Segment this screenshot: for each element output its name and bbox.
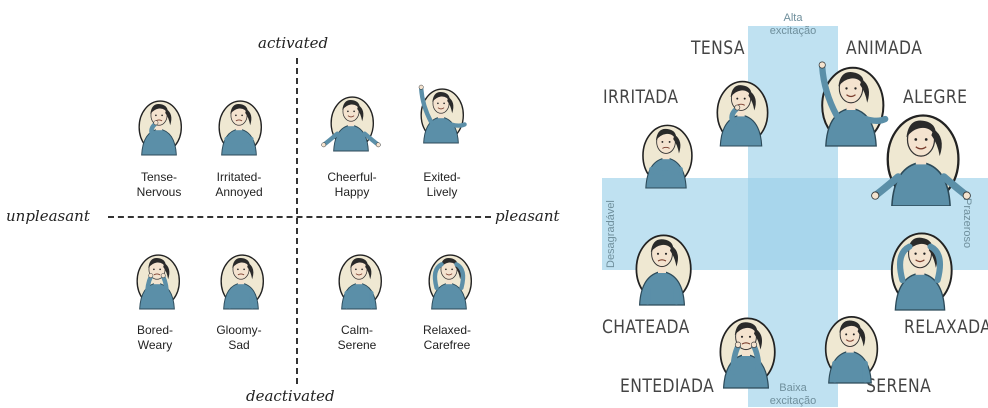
axis-activated: activated [258, 34, 328, 52]
figure-label: Irritated- Annoyed [197, 170, 281, 200]
portrait-hand-on-chin-icon [704, 62, 778, 156]
portrait-head-on-hands-icon [706, 300, 786, 396]
band-intersection [748, 178, 838, 270]
label-tensa: TENSA [691, 37, 745, 59]
figure-hand-on-chin-icon [128, 84, 190, 164]
figure-head-tilted-icon [210, 238, 272, 318]
figure-arms-open-icon [320, 80, 382, 160]
figure-standing-icon [328, 238, 390, 318]
band-label-unpleasant: Desagradável [605, 200, 617, 268]
figure-label: Gloomy- Sad [197, 323, 281, 353]
figure-label: Bored- Weary [113, 323, 197, 353]
portrait-head-tilted-icon [622, 216, 702, 314]
figure-head-on-hands-icon [126, 238, 188, 318]
figure-arms-crossed-icon [208, 84, 270, 164]
figure-label: Calm- Serene [315, 323, 399, 353]
portrait-arms-crossed-icon [630, 106, 702, 198]
axis-deactivated: deactivated [246, 387, 335, 405]
figure-label: Exited- Lively [400, 170, 484, 200]
figure-hands-behind-head-icon [418, 238, 480, 318]
label-relaxada: RELAXADA [904, 316, 988, 338]
portrait-standing-icon [812, 296, 888, 394]
vertical-axis-line [296, 58, 298, 384]
label-irritada: IRRITADA [603, 86, 678, 108]
axis-pleasant: pleasant [495, 207, 560, 225]
portrait-hands-behind-head-icon [876, 220, 964, 312]
figure-label: Tense- Nervous [117, 170, 201, 200]
figure-label: Relaxed- Carefree [405, 323, 489, 353]
figure-label: Cheerful- Happy [310, 170, 394, 200]
label-chateada: CHATEADA [602, 316, 690, 338]
band-label-high: Alta excitação [748, 12, 838, 38]
portrait-arms-open-icon [866, 102, 976, 206]
label-entediada: ENTEDIADA [620, 375, 714, 397]
horizontal-axis-line [108, 216, 491, 218]
axis-unpleasant: unpleasant [6, 207, 90, 225]
figure-arm-raised-icon [410, 72, 472, 152]
